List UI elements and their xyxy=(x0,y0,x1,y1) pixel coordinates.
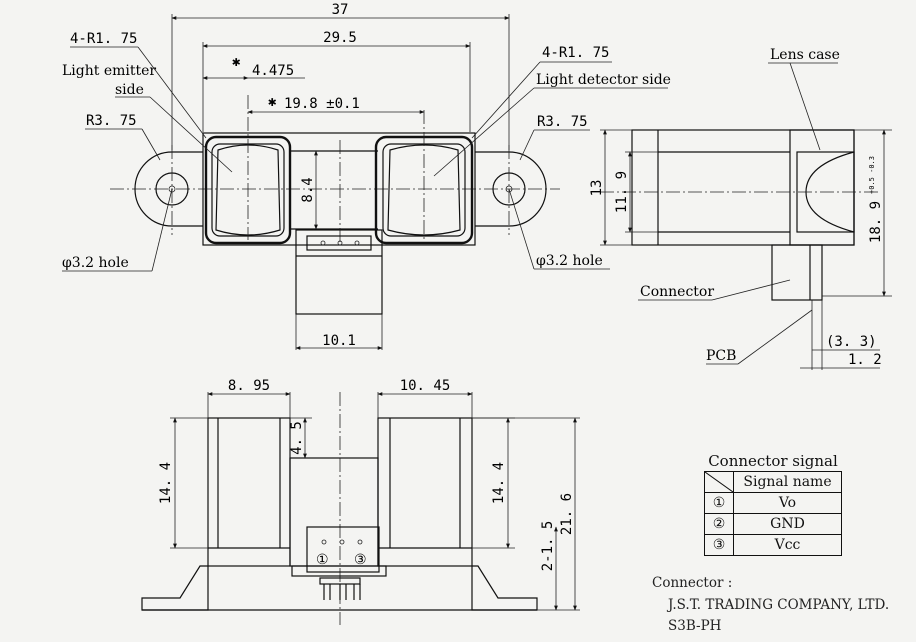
label-detector: Light detector side xyxy=(536,72,671,88)
label-lens-case: Lens case xyxy=(770,47,840,63)
dim-lens-span: 29.5 xyxy=(323,30,357,46)
label-emitter: Light emitter xyxy=(62,63,156,79)
connector-signal-table: Connector signal Signal name ① Vo ② GND … xyxy=(704,451,842,556)
label-pcb: PCB xyxy=(706,348,736,364)
connector-note-heading: Connector : xyxy=(652,575,733,591)
dim-right-block: 10. 45 xyxy=(400,378,451,394)
label-mount-radius-right: R3. 75 xyxy=(537,114,588,130)
pin-3-label: ③ xyxy=(354,552,367,568)
label-corner-radius-left: 4-R1. 75 xyxy=(70,31,137,47)
dim-left-height: 14. 4 xyxy=(158,462,174,504)
pin-cell: ③ xyxy=(704,534,734,556)
dim-emitter-mark: ✱ xyxy=(232,54,241,70)
left-block xyxy=(207,417,291,567)
dim-total-height: 21. 6 xyxy=(559,493,575,535)
dim-side-11-9: 11. 9 xyxy=(614,171,630,213)
bottom-view: ① ③ 8. 95 10. 45 14. 4 4. 5 14. 4 21. 6 xyxy=(141,378,580,625)
right-block xyxy=(377,417,473,567)
side-body xyxy=(631,129,855,246)
dim-pitch-mark: ✱ xyxy=(268,94,277,110)
signal-cell: Vo xyxy=(733,492,842,514)
label-hole-left: φ3.2 hole xyxy=(62,255,129,271)
dim-lens-pitch: 19.8 ±0.1 xyxy=(284,96,360,112)
dim-right-height: 14. 4 xyxy=(491,462,507,504)
signal-table: Signal name ① Vo ② GND ③ Vcc xyxy=(704,471,842,556)
dim-side-3-3: (3. 3) xyxy=(826,334,877,350)
dim-overall-width: 37 xyxy=(332,2,349,18)
label-emitter-side: side xyxy=(115,82,144,98)
dim-gap: 4. 5 xyxy=(289,421,305,455)
table-row: ③ Vcc xyxy=(704,534,842,556)
dim-left-block: 8. 95 xyxy=(228,378,270,394)
emitter-lens-frame xyxy=(204,135,292,245)
table-row: ① Vo xyxy=(704,492,842,514)
signal-cell: Vcc xyxy=(733,534,842,556)
connector-front xyxy=(295,229,383,315)
dim-side-18-9: 18. 9 xyxy=(868,201,884,243)
front-view: 37 29.5 ✱ 4.475 ✱ 19.8 ±0.1 8.4 10.1 4-R… xyxy=(62,2,671,350)
table-header-row: Signal name xyxy=(704,471,842,493)
connector-bottom xyxy=(306,526,380,573)
dim-body-height: 8.4 xyxy=(300,177,316,202)
header-diagonal-cell xyxy=(704,471,734,493)
connector-note-part: S3B-PH xyxy=(668,618,722,634)
pin-cell: ① xyxy=(704,492,734,514)
header-signal-name: Signal name xyxy=(733,471,842,493)
dim-side-13: 13 xyxy=(589,180,605,197)
dim-side-1-2: 1. 2 xyxy=(848,352,882,368)
label-hole-right: φ3.2 hole xyxy=(536,253,603,269)
connector-note-maker: J.S.T. TRADING COMPANY, LTD. xyxy=(668,597,890,613)
label-corner-radius-right: 4-R1. 75 xyxy=(542,45,609,61)
connector-side xyxy=(771,244,823,301)
label-mount-radius-left: R3. 75 xyxy=(86,113,137,129)
pin-1-label: ① xyxy=(316,552,329,568)
pin-cell: ② xyxy=(704,513,734,535)
table-row: ② GND xyxy=(704,513,842,535)
table-title: Connector signal xyxy=(708,452,838,470)
signal-cell: GND xyxy=(733,513,842,535)
dim-connector-width: 10.1 xyxy=(322,333,356,349)
label-connector: Connector xyxy=(640,284,714,300)
side-view: 13 11. 9 18. 9 +0.5 -0.3 (3. 3) 1. 2 Len… xyxy=(589,47,892,370)
dim-pin-pitch: 2-1. 5 xyxy=(540,521,556,572)
dim-emitter-offset: 4.475 xyxy=(252,63,294,79)
dim-side-tolerance: +0.5 -0.3 xyxy=(868,156,876,194)
